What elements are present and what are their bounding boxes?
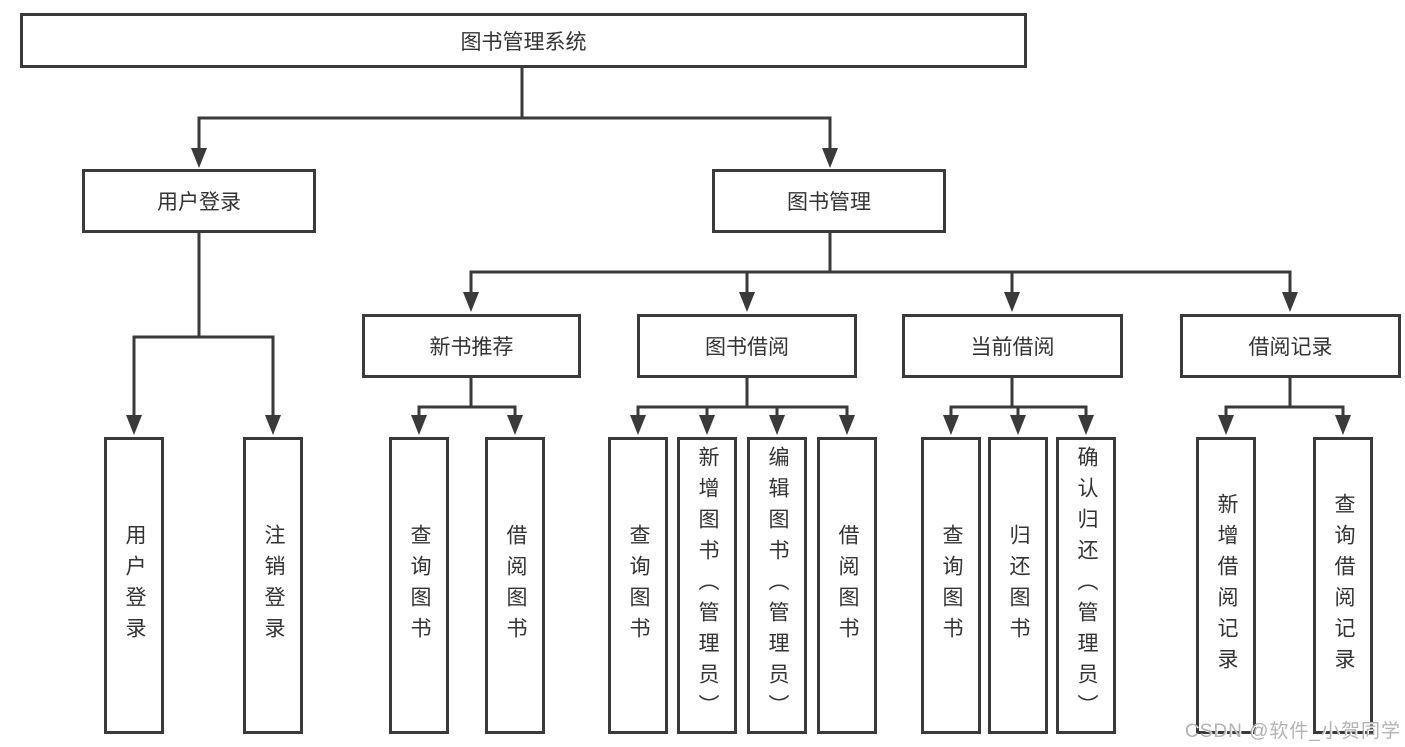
arrowhead-icon (739, 292, 755, 312)
connector-book-borrowing-to-leaves (630, 378, 855, 435)
leaf-borrow-books-label: 借阅图书 (836, 523, 859, 648)
arrowhead-icon (1335, 415, 1351, 435)
arrowhead-icon (265, 415, 281, 435)
connector-line (636, 378, 849, 417)
leaf-return-book: 归还图书 (988, 437, 1048, 734)
leaf-borrow-books: 借阅图书 (817, 437, 877, 734)
arrowhead-icon (1078, 415, 1094, 435)
arrowhead-icon (463, 292, 479, 312)
leaf-borrow-books-recommend-label: 借阅图书 (504, 523, 527, 648)
node-new-book-recommend-label: 新书推荐 (429, 336, 514, 359)
node-book-management-label: 图书管理 (787, 191, 871, 214)
arrowhead-icon (126, 415, 142, 435)
leaf-add-borrow-record: 新增借阅记录 (1196, 437, 1256, 734)
node-borrowing-records: 借阅记录 (1180, 314, 1401, 378)
leaf-add-borrow-record-label: 新增借阅记录 (1215, 492, 1238, 679)
leaf-query-books-borrowing: 查询图书 (608, 437, 668, 734)
leaf-query-books-current: 查询图书 (921, 437, 981, 734)
arrowhead-icon (507, 415, 523, 435)
leaf-edit-book-admin: 编辑图书（管理员） (747, 437, 807, 734)
connector-line (949, 378, 1088, 417)
leaf-borrow-books-recommend: 借阅图书 (485, 437, 545, 734)
arrowhead-icon (1004, 292, 1020, 312)
arrowhead-icon (1218, 415, 1234, 435)
csdn-watermark: CSDN @软件_小贺同学 (1185, 721, 1401, 742)
connector-book-management-to-level3 (463, 233, 1298, 312)
connector-line (1224, 378, 1345, 417)
node-new-book-recommend: 新书推荐 (362, 314, 581, 378)
leaf-add-book-admin: 新增图书（管理员） (677, 437, 737, 734)
leaf-edit-book-admin-label: 编辑图书（管理员） (766, 446, 789, 725)
node-book-management: 图书管理 (712, 169, 946, 233)
leaf-user-login-label: 用户登录 (123, 523, 146, 648)
connector-new-book-recommend-to-leaves (411, 378, 523, 435)
arrowhead-icon (943, 415, 959, 435)
leaf-query-books-current-label: 查询图书 (940, 523, 963, 648)
node-book-borrowing-label: 图书借阅 (705, 336, 789, 359)
leaf-query-borrow-record-label: 查询借阅记录 (1332, 492, 1355, 679)
node-book-borrowing: 图书借阅 (637, 314, 857, 378)
leaf-add-book-admin-label: 新增图书（管理员） (696, 446, 719, 725)
arrowhead-icon (822, 148, 838, 168)
leaf-confirm-return-admin-label: 确认归还（管理员） (1075, 446, 1098, 725)
connector-user-login-to-leaves (126, 233, 281, 435)
arrowhead-icon (191, 148, 207, 168)
leaf-logout: 注销登录 (243, 437, 303, 734)
leaf-user-login: 用户登录 (104, 437, 164, 734)
arrowhead-icon (769, 415, 785, 435)
connector-line (417, 378, 517, 417)
connector-current-borrowing-to-leaves (943, 378, 1094, 435)
connector-root-to-level2 (191, 68, 838, 168)
connector-line (132, 233, 275, 417)
node-root: 图书管理系统 (20, 13, 1027, 68)
arrowhead-icon (699, 415, 715, 435)
connector-line (469, 233, 1292, 294)
arrowhead-icon (839, 415, 855, 435)
node-current-borrowing-label: 当前借阅 (970, 336, 1055, 359)
leaf-query-books-recommend: 查询图书 (389, 437, 449, 734)
leaf-confirm-return-admin: 确认归还（管理员） (1056, 437, 1116, 734)
arrowhead-icon (630, 415, 646, 435)
leaf-query-books-borrowing-label: 查询图书 (627, 523, 650, 648)
arrowhead-icon (411, 415, 427, 435)
connector-line (197, 68, 832, 150)
node-user-login: 用户登录 (82, 169, 316, 233)
node-borrowing-records-label: 借阅记录 (1248, 336, 1333, 359)
node-current-borrowing: 当前借阅 (902, 314, 1123, 378)
arrowhead-icon (1282, 292, 1298, 312)
node-user-login-label: 用户登录 (157, 191, 241, 214)
connector-borrowing-records-to-leaves (1218, 378, 1351, 435)
leaf-logout-label: 注销登录 (262, 523, 285, 648)
arrowhead-icon (1010, 415, 1026, 435)
leaf-query-books-recommend-label: 查询图书 (408, 523, 431, 648)
leaf-query-borrow-record: 查询借阅记录 (1313, 437, 1373, 734)
node-root-label: 图书管理系统 (460, 30, 587, 54)
leaf-return-book-label: 归还图书 (1007, 523, 1030, 648)
